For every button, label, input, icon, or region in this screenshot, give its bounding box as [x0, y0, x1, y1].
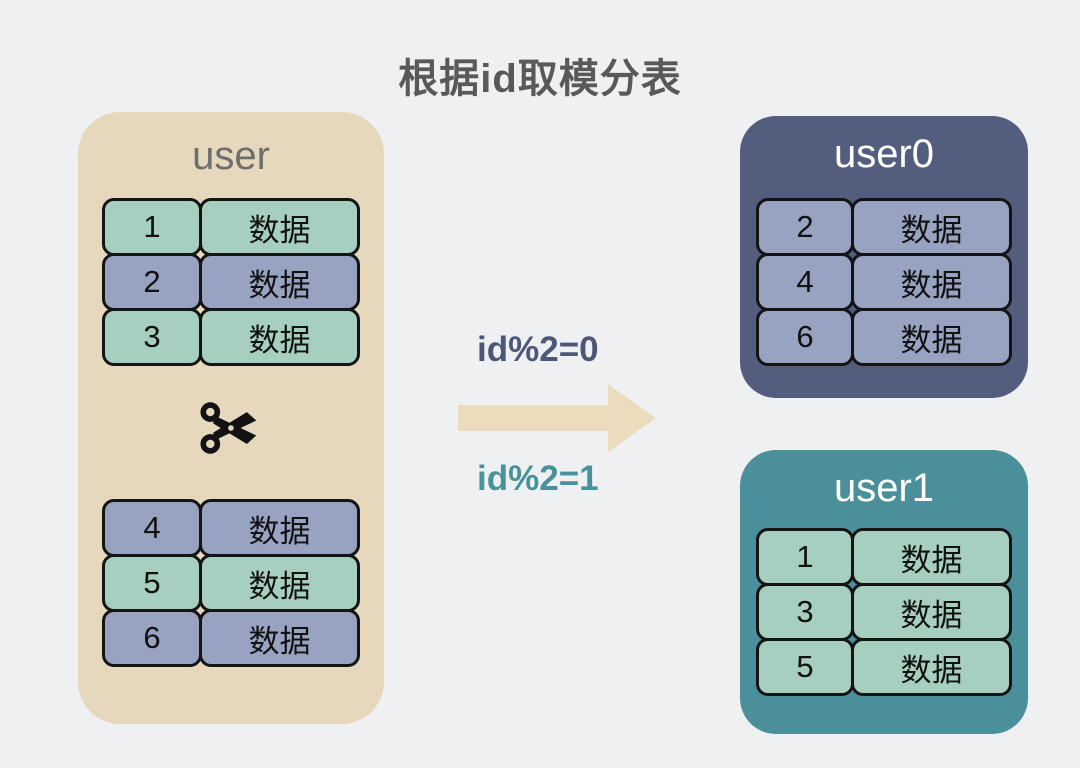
table-row: 4 数据: [102, 499, 360, 557]
id-cell: 3: [102, 308, 202, 366]
shard-table-title: user0: [833, 132, 935, 176]
data-cell: 数据: [851, 198, 1012, 256]
id-cell: 5: [756, 638, 854, 696]
id-cell: 2: [102, 253, 202, 311]
id-cell: 6: [756, 308, 854, 366]
table-row: 4 数据: [756, 253, 1012, 311]
page-title: 根据id取模分表: [398, 57, 682, 101]
scissors-icon: [200, 400, 260, 456]
id-cell: 1: [102, 198, 202, 256]
table-row: 2 数据: [756, 198, 1012, 256]
id-cell: 1: [756, 528, 854, 586]
table-row: 1 数据: [756, 528, 1012, 586]
table-row: 3 数据: [102, 308, 360, 366]
data-cell: 数据: [199, 308, 360, 366]
table-row: 3 数据: [756, 583, 1012, 641]
data-cell: 数据: [851, 253, 1012, 311]
table-row: 1 数据: [102, 198, 360, 256]
even-shard-label: id%2=0: [477, 330, 599, 369]
shard-table-title: user1: [833, 466, 935, 510]
table-row: 2 数据: [102, 253, 360, 311]
id-cell: 5: [102, 554, 202, 612]
shard-panel-user1: user1 1 数据 3 数据 5 数据: [740, 450, 1028, 734]
table-row: 6 数据: [102, 609, 360, 667]
source-table-upper-rows: 1 数据 2 数据 3 数据: [102, 198, 360, 366]
data-cell: 数据: [199, 499, 360, 557]
id-cell: 6: [102, 609, 202, 667]
data-cell: 数据: [199, 554, 360, 612]
shard-user1-rows: 1 数据 3 数据 5 数据: [756, 528, 1012, 696]
data-cell: 数据: [851, 583, 1012, 641]
id-cell: 4: [756, 253, 854, 311]
table-row: 6 数据: [756, 308, 1012, 366]
table-row: 5 数据: [756, 638, 1012, 696]
source-table-panel: user 1 数据 2 数据 3 数据: [78, 112, 384, 724]
arrow-right-icon: [458, 384, 656, 452]
shard-panel-user0: user0 2 数据 4 数据 6 数据: [740, 116, 1028, 398]
data-cell: 数据: [199, 253, 360, 311]
id-cell: 2: [756, 198, 854, 256]
id-cell: 3: [756, 583, 854, 641]
data-cell: 数据: [851, 308, 1012, 366]
data-cell: 数据: [851, 528, 1012, 586]
id-cell: 4: [102, 499, 202, 557]
shard-user0-rows: 2 数据 4 数据 6 数据: [756, 198, 1012, 366]
table-row: 5 数据: [102, 554, 360, 612]
source-table-lower-rows: 4 数据 5 数据 6 数据: [102, 499, 360, 667]
source-table-title: user: [192, 134, 270, 178]
odd-shard-label: id%2=1: [477, 459, 599, 498]
data-cell: 数据: [851, 638, 1012, 696]
data-cell: 数据: [199, 609, 360, 667]
arrow-head: [608, 384, 656, 452]
data-cell: 数据: [199, 198, 360, 256]
arrow-shaft: [458, 405, 610, 431]
